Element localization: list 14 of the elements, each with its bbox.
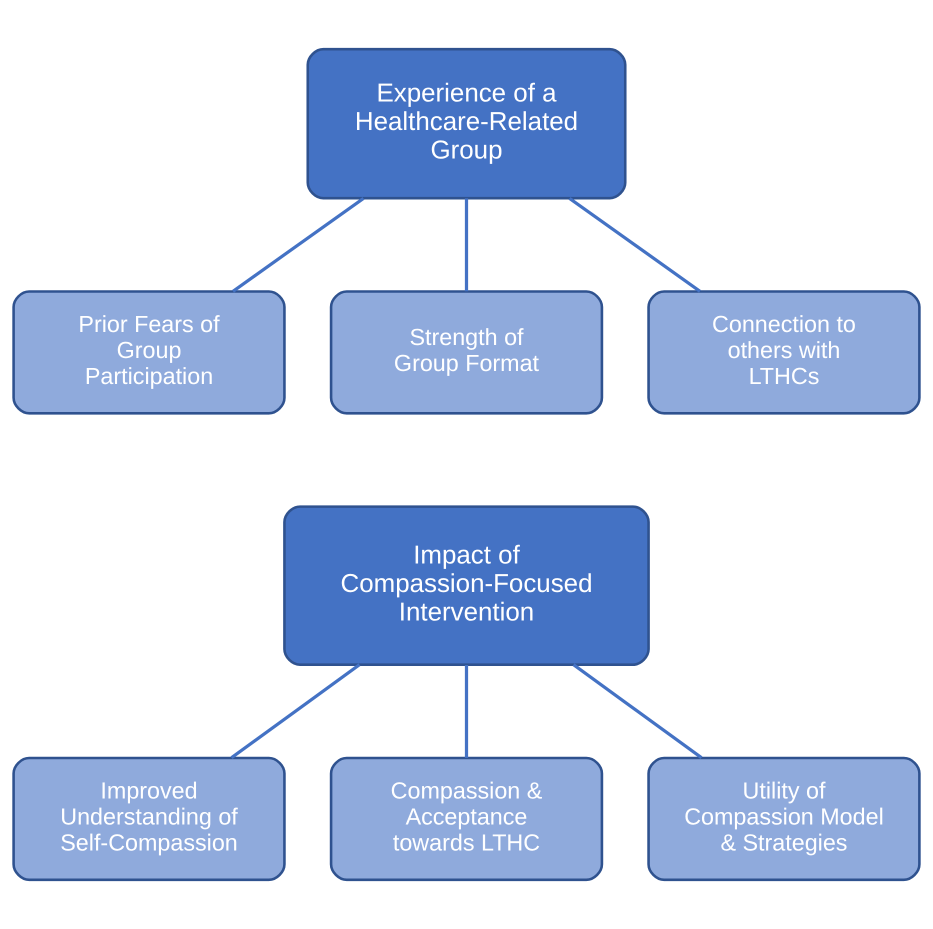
node-box: Connection to others with LTHCs <box>647 290 921 415</box>
connector <box>230 663 360 759</box>
node-box: Impact of Compassion-Focused Intervention <box>283 505 650 666</box>
connector <box>568 197 701 293</box>
connector <box>464 665 468 758</box>
node-box: Experience of a Healthcare-Related Group <box>306 48 627 200</box>
node-box: Improved Understanding of Self-Compassion <box>12 756 286 882</box>
node-box: Utility of Compassion Model & Strategies <box>647 756 921 882</box>
node-box: Compassion & Acceptance towards LTHC <box>330 756 604 882</box>
connector <box>232 197 364 293</box>
node-box: Strength of Group Format <box>330 290 604 415</box>
connector <box>572 663 702 759</box>
connector <box>464 198 468 292</box>
node-box: Prior Fears of Group Participation <box>12 290 286 415</box>
